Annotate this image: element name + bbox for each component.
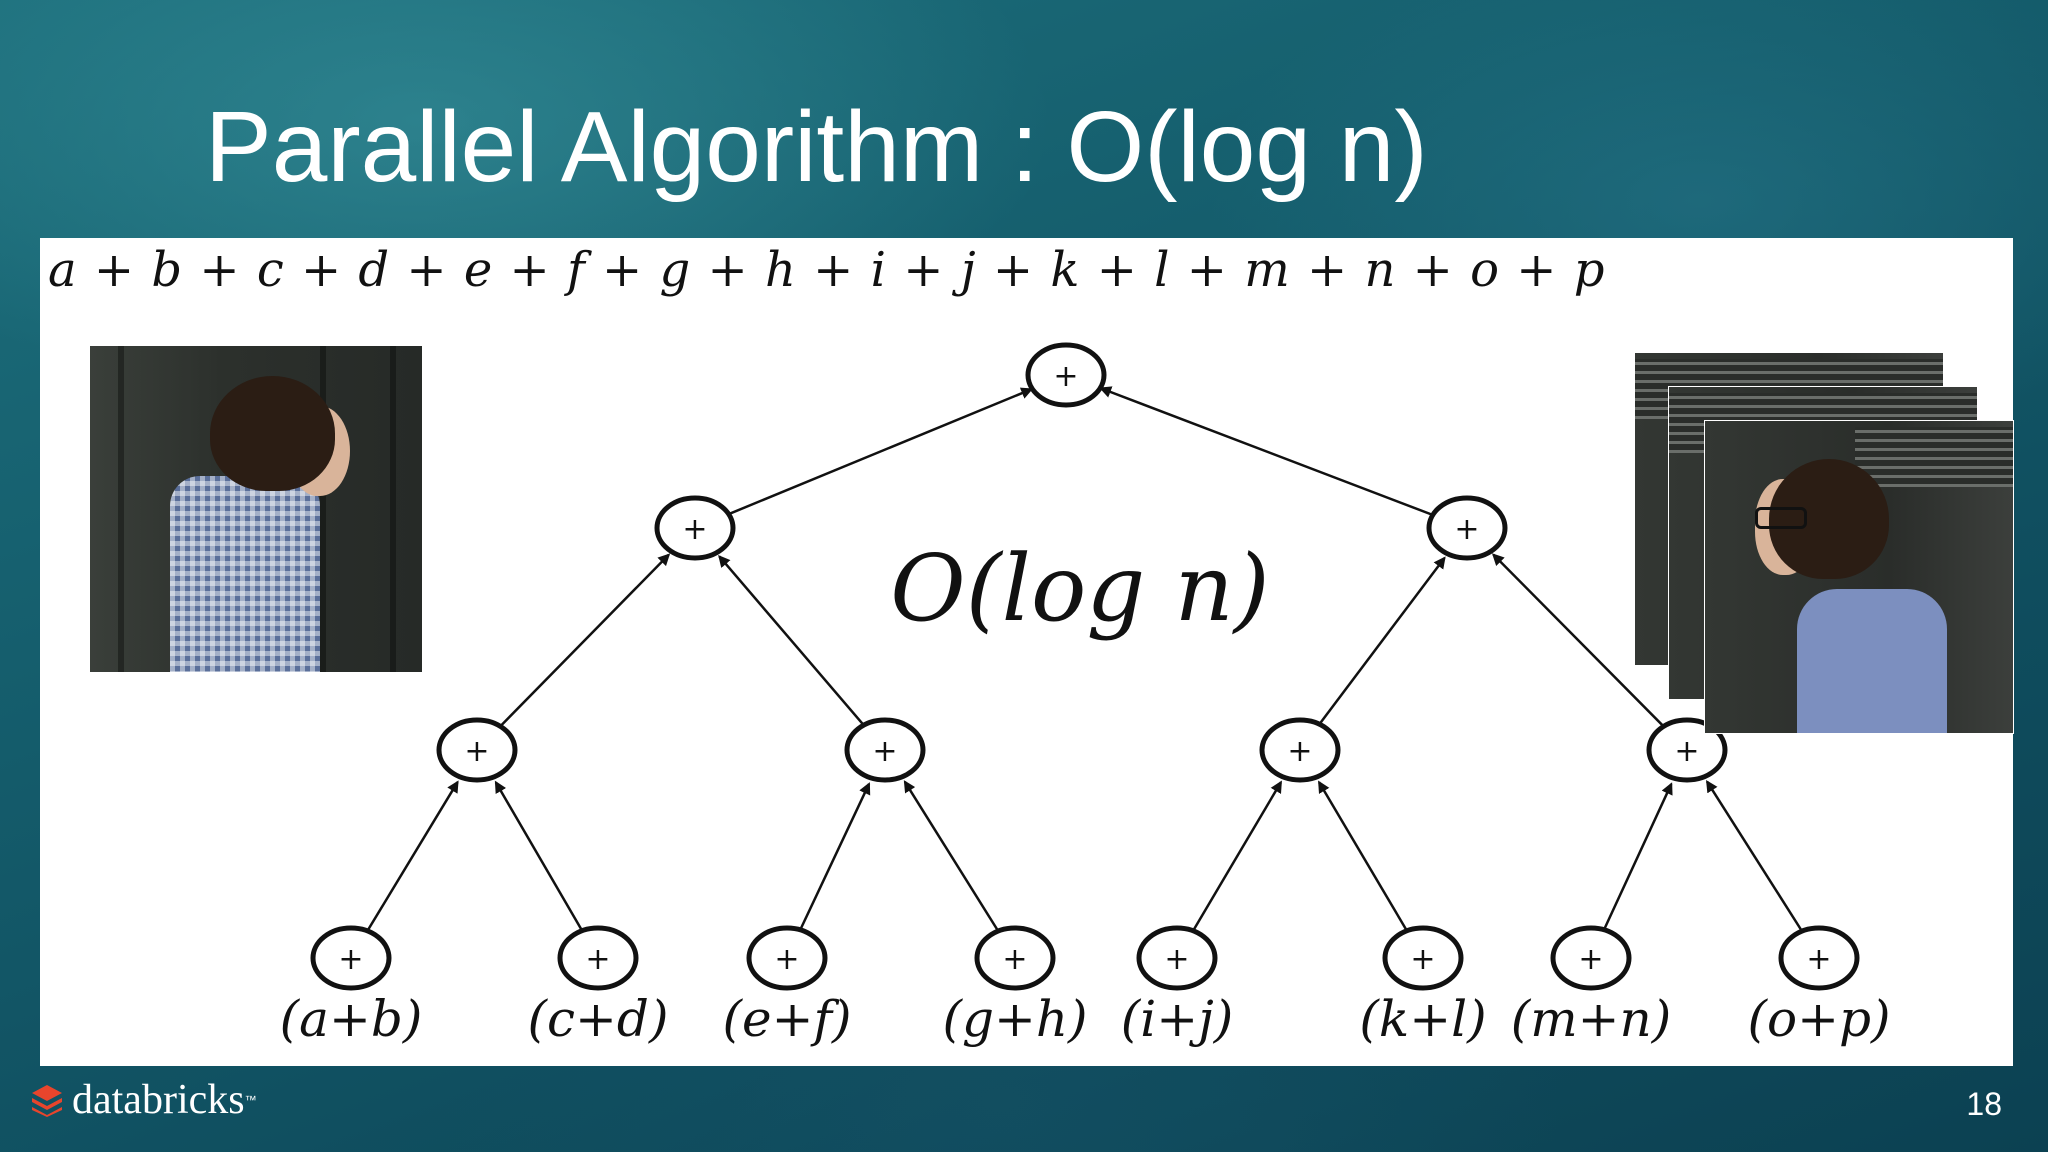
plus-node: + [1778,925,1860,991]
trademark-mark: ™ [244,1093,257,1107]
locker-vents [1855,427,2013,487]
plus-node: + [974,925,1056,991]
locker-edge [320,346,326,672]
node-circle [1426,495,1508,561]
tree-arrow [1603,782,1673,929]
node-circle [1025,342,1107,408]
node-circle [974,925,1056,991]
plus-node: + [746,925,828,991]
tree-arrow [799,782,871,929]
node-plus-symbol: + [1410,942,1435,977]
node-plus-symbol: + [338,942,363,977]
leaf-pair-label: (k+l) [1359,990,1486,1048]
node-circle [1136,925,1218,991]
node-plus-symbol: + [1454,512,1479,547]
plus-node: + [1646,717,1728,783]
blue-shirt [1797,589,1947,733]
node-circle [436,717,518,783]
node-plus-symbol: + [1578,942,1603,977]
node-circle [1646,717,1728,783]
tree-arrow [1192,780,1282,931]
node-plus-symbol: + [585,942,610,977]
plus-node: + [557,925,639,991]
node-circle [1382,925,1464,991]
node-circle [844,717,926,783]
tree-arrow [718,554,865,726]
plus-node: + [1382,925,1464,991]
node-plus-symbol: + [774,942,799,977]
node-circle [1778,925,1860,991]
tree-arrow [1491,553,1665,728]
node-circle [557,925,639,991]
plus-node: + [1136,925,1218,991]
hair [210,376,335,491]
locker-edge [118,346,124,672]
tree-arrow [499,553,671,728]
node-plus-symbol: + [464,734,489,769]
node-circle [654,495,736,561]
tree-arrow [903,780,999,931]
brand-name: databricks [72,1077,245,1123]
node-circle [746,925,828,991]
sum-expression: a + b + c + d + e + f + g + h + i + j + … [48,242,1606,298]
tree-edges [367,386,1803,931]
node-circle [1550,925,1632,991]
checked-shirt [170,476,320,672]
tree-arrow [1099,386,1437,518]
tree-arrow [1318,780,1408,931]
node-circle [1259,717,1341,783]
page-number: 18 [1966,1086,2002,1122]
tree-arrow [367,780,459,931]
leaf-pair-label: (e+f) [722,990,851,1048]
plus-node: + [310,925,392,991]
complexity-label: O(log n) [890,535,1269,642]
leaf-pair-label: (a+b) [280,990,423,1048]
node-plus-symbol: + [1002,942,1027,977]
right-photo-frame-front [1704,420,2014,734]
plus-node: + [1025,342,1107,408]
slide-title: Parallel Algorithm : O(log n) [205,91,1428,203]
glasses-icon [1755,507,1807,529]
node-plus-symbol: + [682,512,707,547]
node-plus-symbol: + [1806,942,1831,977]
node-circle [310,925,392,991]
left-photo [90,346,422,672]
plus-node: + [1550,925,1632,991]
node-plus-symbol: + [1164,942,1189,977]
tree-nodes: + + + + + + + + + + + + + + + (a+b) (c+d) (e+f) (g+h) (i+j)… [280,342,1891,1048]
plus-node: + [1259,717,1341,783]
plus-node: + [1426,495,1508,561]
tree-arrow [1318,556,1446,725]
leaf-pair-label: (o+p) [1747,990,1890,1048]
leaf-pair-label: (c+d) [528,990,669,1048]
node-plus-symbol: + [1053,359,1078,394]
tree-arrow [1706,779,1803,931]
tree-arrow [494,780,583,931]
leaf-pair-label: (m+n) [1511,990,1672,1048]
hair [1769,459,1889,579]
plus-node: + [844,717,926,783]
plus-node: + [436,717,518,783]
node-plus-symbol: + [872,734,897,769]
node-plus-symbol: + [1287,734,1312,769]
leaf-pair-label: (g+h) [942,990,1087,1048]
plus-node: + [654,495,736,561]
databricks-stack-icon [32,1085,62,1117]
tree-arrow [725,387,1034,517]
node-plus-symbol: + [1674,734,1699,769]
leaf-pair-label: (i+j) [1121,990,1233,1048]
locker-edge [390,346,396,672]
